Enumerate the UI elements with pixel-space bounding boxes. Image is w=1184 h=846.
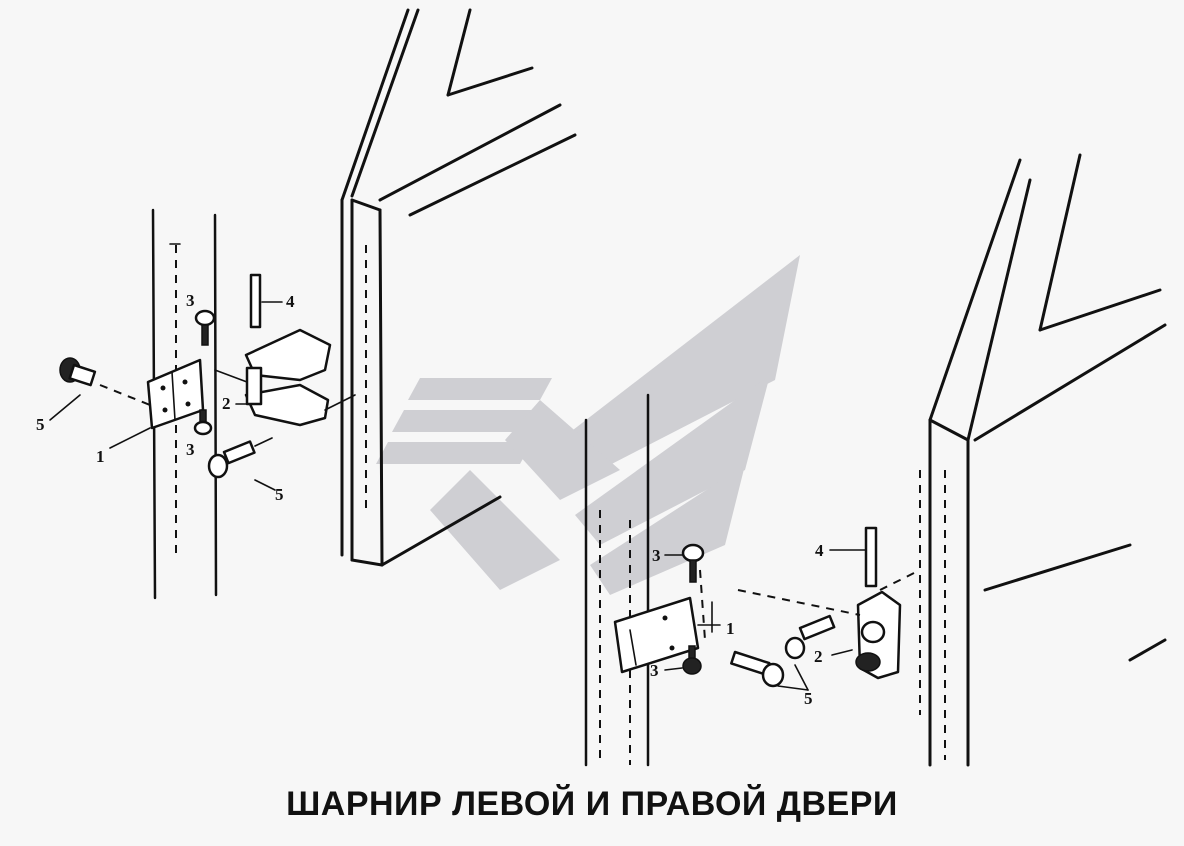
left-hinge-body [214, 328, 356, 427]
left-bolt-top [194, 309, 216, 346]
right-bolt-top [681, 543, 705, 583]
left-callout-1: 1 [96, 447, 105, 466]
left-callout-4: 4 [286, 292, 295, 311]
left-hinge-leaf [146, 358, 205, 430]
right-callout-4: 4 [815, 541, 824, 560]
left-bolt-bottom [193, 409, 213, 436]
right-callout-3-bottom: 3 [650, 661, 659, 680]
left-screw-lower [207, 437, 273, 479]
left-screw-upper [59, 357, 151, 406]
right-callout-1: 1 [726, 619, 735, 638]
left-callout-2: 2 [222, 394, 231, 413]
right-callout-3-top: 3 [652, 546, 661, 565]
right-screw-lower [730, 650, 785, 688]
left-callout-5-lower: 5 [275, 485, 284, 504]
right-hinge-body [855, 590, 902, 680]
left-callout-5-upper: 5 [36, 415, 45, 434]
hinge-diagram: 3 4 2 5 1 3 5 4 3 1 2 3 5 [36, 8, 1167, 767]
right-door-panel [919, 153, 1167, 767]
left-callout-3-bottom: 3 [186, 440, 195, 459]
right-bolt-bottom [682, 645, 702, 675]
left-door-hinge [49, 8, 577, 600]
right-callout-2: 2 [814, 647, 823, 666]
right-screw-upper [784, 614, 836, 660]
right-hinge-leaf [613, 596, 700, 674]
right-door-hinge [584, 153, 1167, 767]
right-hinge-pin [829, 526, 878, 588]
watermark-logo [376, 255, 800, 595]
diagram-caption: ШАРНИР ЛЕВОЙ И ПРАВОЙ ДВЕРИ [286, 785, 898, 823]
left-hinge-pin [249, 273, 283, 329]
left-callout-3-top: 3 [186, 291, 195, 310]
left-door-panel [340, 8, 577, 567]
right-callout-5: 5 [804, 689, 813, 708]
